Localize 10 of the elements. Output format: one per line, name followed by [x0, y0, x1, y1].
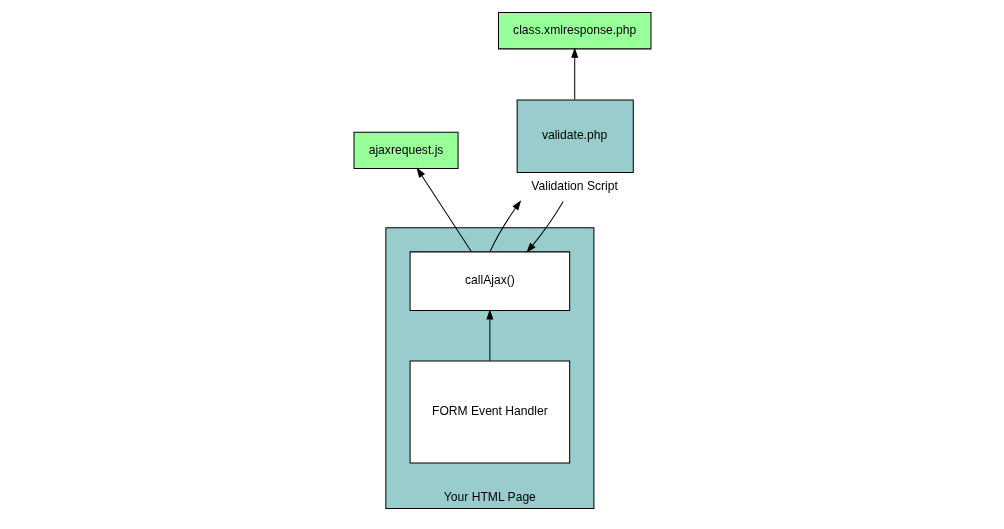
node-label: Validation Script	[530, 179, 618, 194]
arrow	[489, 200, 521, 253]
node-box: FORM Event Handler	[409, 360, 570, 464]
node-box: class.xmlresponse.php	[497, 12, 651, 50]
node-box: callAjax()	[409, 251, 570, 311]
arrow	[485, 309, 493, 362]
arrow	[416, 167, 472, 253]
arrow	[525, 200, 564, 253]
node-box: ajaxrequest.js	[353, 131, 459, 170]
arrow	[570, 47, 578, 100]
